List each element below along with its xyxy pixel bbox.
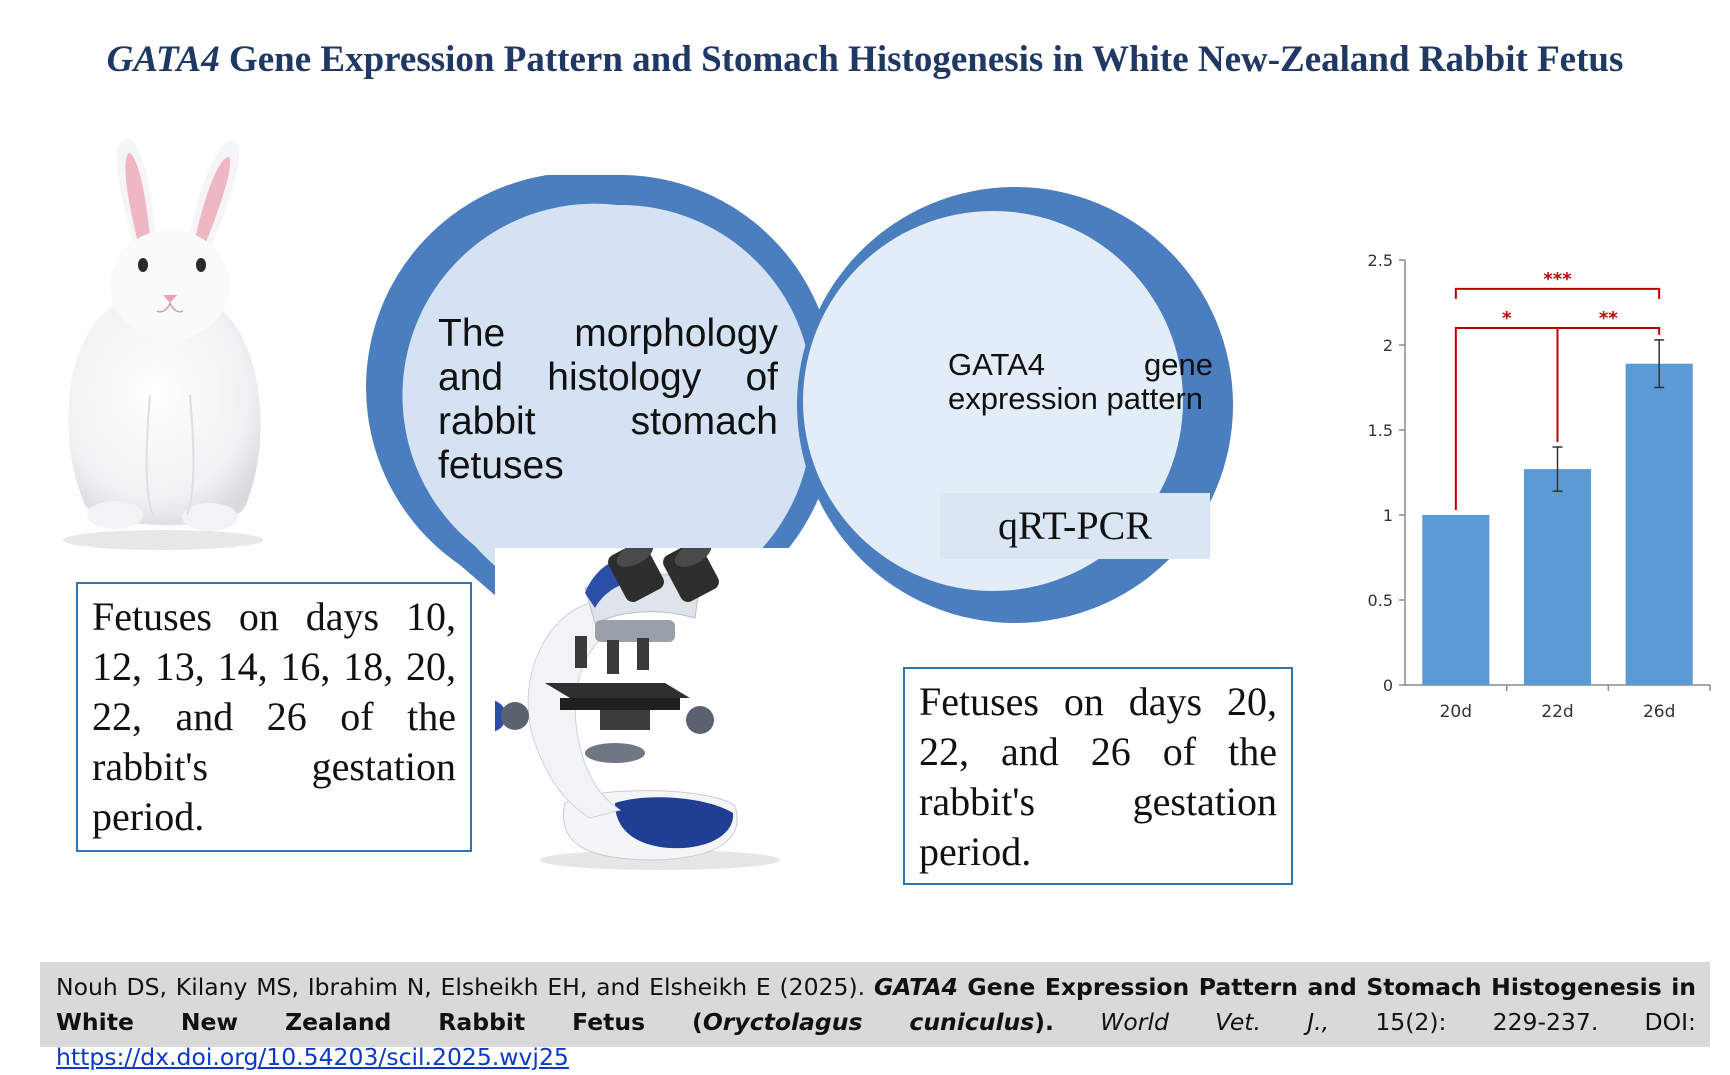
x-tick-label: 22d — [1541, 702, 1573, 722]
bar-22d — [1523, 469, 1592, 685]
citation: Nouh DS, Kilany MS, Ibrahim N, Elsheikh … — [40, 962, 1710, 1071]
rabbit-left-ear-inner — [125, 153, 151, 255]
rabbit-right-foot — [182, 503, 238, 531]
bar-20d — [1422, 515, 1490, 685]
rabbit-body — [68, 305, 261, 526]
y-tick-label: 2.5 — [1368, 251, 1393, 270]
qrt-pcr-label: qRT-PCR — [940, 493, 1210, 559]
rabbit-nose — [163, 295, 177, 303]
gene-expression-label: GATA4 gene expression pattern — [948, 347, 1213, 416]
objective-3 — [637, 638, 649, 670]
microscope-stage — [545, 683, 690, 698]
microscope-base-blue — [615, 797, 734, 849]
objective-1 — [575, 636, 587, 668]
rabbit-left-eye — [138, 258, 148, 272]
nosepiece — [595, 620, 675, 642]
page-title: GATA4 Gene Expression Pattern and Stomac… — [0, 38, 1730, 81]
stage-holder — [560, 698, 680, 710]
significance-label: *** — [1543, 269, 1572, 290]
y-tick-label: 1.5 — [1368, 421, 1393, 440]
x-tick-label: 20d — [1440, 702, 1472, 722]
objective-2 — [607, 640, 619, 674]
significance-label: * — [1502, 308, 1512, 329]
rabbit-head — [110, 230, 230, 340]
chart-bars — [1422, 339, 1693, 685]
rabbit-legs — [145, 394, 195, 516]
rabbit-left-foot — [87, 501, 143, 529]
morphology-days-box: Fetuses on days 10, 12, 13, 14, 16, 18, … — [76, 582, 472, 852]
y-tick-label: 0.5 — [1368, 591, 1393, 610]
focus-knob-inner — [501, 702, 529, 730]
expression-days-box: Fetuses on days 20, 22, and 26 of the ra… — [903, 667, 1293, 885]
eyepiece-left-top — [616, 548, 654, 567]
condenser — [600, 710, 650, 730]
significance-label: ** — [1599, 308, 1618, 329]
rabbit-right-ear-inner — [191, 157, 231, 259]
y-tick-label: 0 — [1383, 676, 1393, 695]
doi-link[interactable]: https://dx.doi.org/10.54203/scil.2025.wv… — [56, 1043, 569, 1071]
rabbit-mouth — [156, 302, 184, 313]
y-tick-label: 2 — [1383, 336, 1393, 355]
bar-26d — [1625, 363, 1693, 685]
title-gene: GATA4 — [106, 39, 220, 80]
rabbit-image — [63, 138, 263, 550]
rabbit-right-eye — [196, 258, 206, 272]
bubble-diagram — [366, 175, 1233, 630]
left-bubble-inner — [402, 203, 840, 612]
rabbit-shadow — [63, 530, 263, 550]
focus-knob-right — [686, 706, 714, 734]
title-text: Gene Expression Pattern and Stomach Hist… — [228, 39, 1624, 80]
microscope-image — [495, 548, 805, 873]
microscope-arm — [527, 602, 622, 819]
light-source — [585, 743, 645, 763]
x-tick-label: 26d — [1643, 702, 1675, 722]
morphology-label: The morphology and histology of rabbit s… — [438, 312, 778, 487]
y-tick-label: 1 — [1383, 506, 1393, 525]
significance-bracket — [1454, 287, 1661, 299]
significance-bracket — [1556, 327, 1661, 442]
eyepiece-right-top — [674, 548, 712, 567]
chart-significance: ****** — [1454, 269, 1661, 510]
